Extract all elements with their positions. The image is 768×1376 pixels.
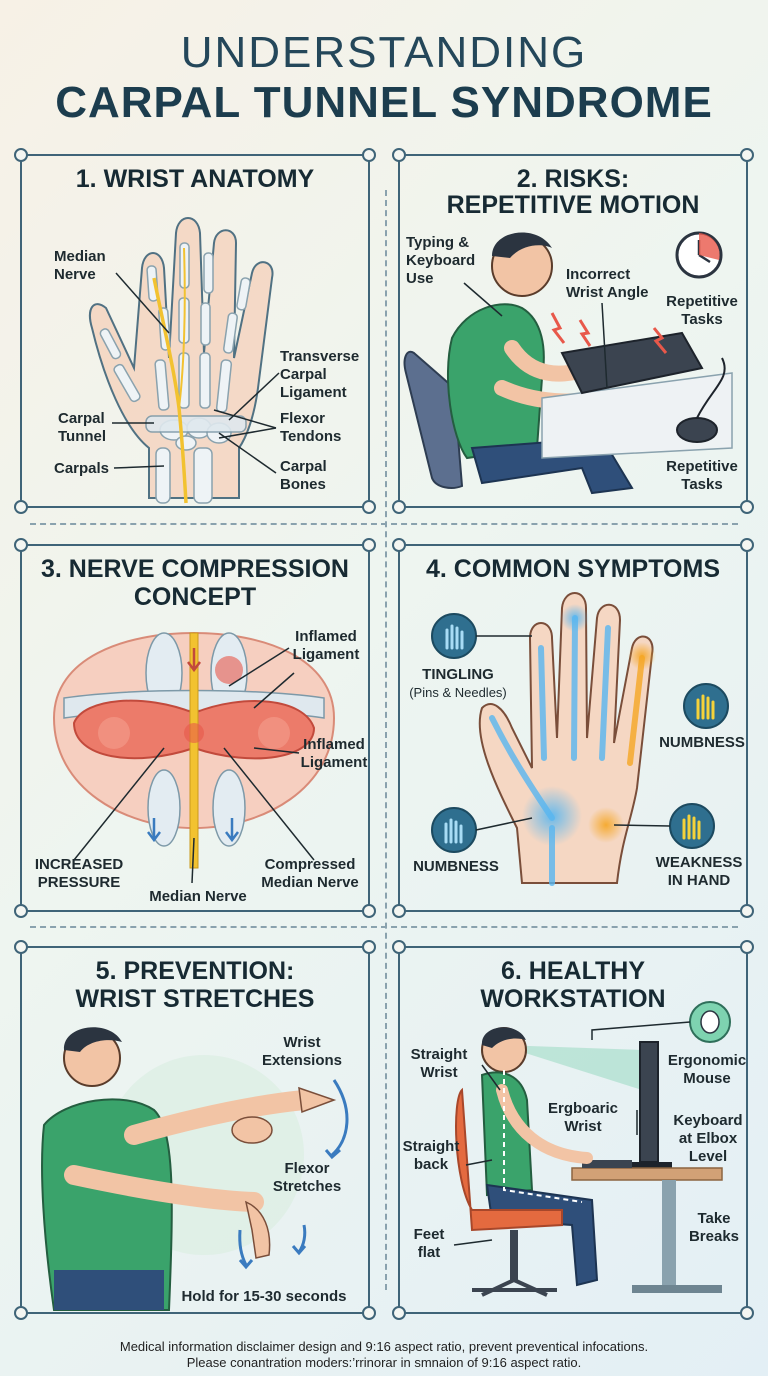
- workstation-illustration: [453, 1001, 731, 1297]
- frame-corner-ornament: [14, 1306, 28, 1320]
- frame-corner-ornament: [392, 940, 406, 954]
- panel-title-line1: 3. NERVE COMPRESSION: [41, 555, 349, 583]
- frame-corner-ornament: [392, 500, 406, 514]
- panel-wrist-anatomy: 1. WRIST ANATOMY: [14, 148, 376, 514]
- label-wrist-extensions: Wrist Extensions: [261, 1034, 343, 1069]
- panel-healthy-workstation: 6. HEALTHY WORKSTATION: [392, 940, 754, 1320]
- label-numbness-left: NUMBNESS: [413, 858, 499, 875]
- frame-corner-ornament: [362, 500, 376, 514]
- panel-nerve-compression: 3. NERVE COMPRESSION CONCEPT: [14, 538, 376, 918]
- tingling-icon: [431, 613, 477, 659]
- panel-title-line2: CONCEPT: [133, 583, 257, 611]
- frame-corner-ornament: [14, 148, 28, 162]
- label-ergboaric-wrist: Ergboaric Wrist: [547, 1100, 619, 1135]
- label-straight-back: Straight back: [402, 1138, 460, 1173]
- panel-title: 1. WRIST ANATOMY: [75, 165, 315, 193]
- frame-corner-ornament: [392, 904, 406, 918]
- vertical-divider: [385, 190, 387, 1290]
- panel-title-line1: 2. RISKS:: [516, 165, 630, 193]
- label-carpals: Carpals: [54, 460, 110, 477]
- frame-corner-ornament: [362, 1306, 376, 1320]
- footer-disclaimer-line2: Please conantration moders:’rrinorar in …: [186, 1355, 582, 1370]
- label-weakness: WEAKNESS IN HAND: [655, 854, 743, 889]
- horizontal-divider-1: [30, 523, 738, 525]
- frame-corner-ornament: [362, 148, 376, 162]
- weakness-icon: [669, 803, 715, 849]
- label-inflamed-ligament-2: Inflamed Ligament: [300, 736, 368, 771]
- panel-title-line2: WRIST STRETCHES: [75, 985, 315, 1013]
- frame-corner-ornament: [740, 500, 754, 514]
- panel-frame: [20, 544, 370, 912]
- label-median-nerve: Median Nerve: [149, 888, 247, 905]
- label-straight-wrist: Straight Wrist: [410, 1046, 468, 1081]
- panel-frame: [20, 946, 370, 1314]
- horizontal-divider-2: [30, 926, 738, 928]
- panel-title: 4. COMMON SYMPTOMS: [425, 555, 720, 583]
- glowing-hand-illustration: [431, 592, 729, 886]
- label-wrist-angle: Incorrect Wrist Angle: [566, 266, 649, 301]
- nerve-compression-illustration: [52, 631, 336, 884]
- page-title-line2: CARPAL TUNNEL SYNDROME: [55, 78, 713, 127]
- label-numbness-right: NUMBNESS: [659, 734, 745, 751]
- label-keyboard-level: Keyboard at Elbox Level: [673, 1112, 743, 1165]
- label-increased-pressure: INCREASED PRESSURE: [34, 856, 124, 891]
- panel-frame: [398, 946, 748, 1314]
- panel-common-symptoms: 4. COMMON SYMPTOMS: [392, 538, 754, 918]
- label-typing: Typing & Keyboard Use: [406, 234, 476, 287]
- label-flexor-tendons: Flexor Tendons: [280, 410, 342, 445]
- label-take-breaks: Take Breaks: [688, 1210, 740, 1245]
- frame-corner-ornament: [392, 1306, 406, 1320]
- frame-corner-ornament: [14, 500, 28, 514]
- numbness-icon-right: [683, 683, 729, 729]
- label-median-nerve: Median Nerve: [54, 248, 106, 283]
- label-ergonomic-mouse: Ergonomic Mouse: [667, 1052, 747, 1087]
- label-repetitive-tasks-top: Repetitive Tasks: [666, 293, 738, 328]
- label-compressed-median-nerve: Compressed Median Nerve: [261, 856, 359, 891]
- frame-corner-ornament: [14, 904, 28, 918]
- typing-person-illustration: [403, 231, 733, 495]
- frame-corner-ornament: [362, 538, 376, 552]
- label-repetitive-tasks-bottom: Repetitive Tasks: [666, 458, 738, 493]
- frame-corner-ornament: [362, 904, 376, 918]
- panel-risks: 2. RISKS: REPETITIVE MOTION: [392, 148, 754, 514]
- panel-prevention: 5. PREVENTION: WRIST STRETCHES Wrist Ext…: [14, 940, 376, 1320]
- frame-corner-ornament: [740, 904, 754, 918]
- panel-title-line1: 5. PREVENTION:: [95, 957, 295, 985]
- frame-corner-ornament: [362, 940, 376, 954]
- stretching-person-illustration: [41, 1027, 349, 1311]
- ergonomic-mouse-icon: [689, 1001, 731, 1043]
- label-carpal-tunnel: Carpal Tunnel: [58, 410, 107, 445]
- footer-disclaimer-line1: Medical information disclaimer design an…: [119, 1339, 649, 1354]
- label-transverse-ligament: Transverse Carpal Ligament: [280, 348, 360, 401]
- panel-frame: [398, 544, 748, 912]
- frame-corner-ornament: [740, 538, 754, 552]
- label-tingling-sub: (Pins & Needles): [409, 685, 507, 700]
- frame-corner-ornament: [14, 538, 28, 552]
- frame-corner-ornament: [740, 148, 754, 162]
- label-hold-duration: Hold for 15-30 seconds: [181, 1288, 347, 1305]
- frame-corner-ornament: [392, 538, 406, 552]
- panel-title-line1: 6. HEALTHY: [501, 957, 645, 985]
- frame-corner-ornament: [392, 148, 406, 162]
- panel-title-line2: WORKSTATION: [480, 985, 666, 1013]
- panel-title-line2: REPETITIVE MOTION: [446, 191, 700, 219]
- label-feet-flat: Feet flat: [413, 1226, 445, 1261]
- page-title-line1: UNDERSTANDING: [180, 28, 588, 77]
- frame-corner-ornament: [14, 940, 28, 954]
- label-tingling: TINGLING: [422, 666, 494, 683]
- frame-corner-ornament: [740, 940, 754, 954]
- numbness-icon-left: [431, 807, 477, 853]
- label-inflamed-ligament-1: Inflamed Ligament: [292, 628, 360, 663]
- panel-frame: [398, 154, 748, 508]
- panel-frame: [20, 154, 370, 508]
- label-carpal-bones: Carpal Bones: [280, 458, 327, 493]
- frame-corner-ornament: [740, 1306, 754, 1320]
- label-flexor-stretches: Flexor Stretches: [272, 1160, 342, 1195]
- hand-skeleton-illustration: [88, 217, 280, 504]
